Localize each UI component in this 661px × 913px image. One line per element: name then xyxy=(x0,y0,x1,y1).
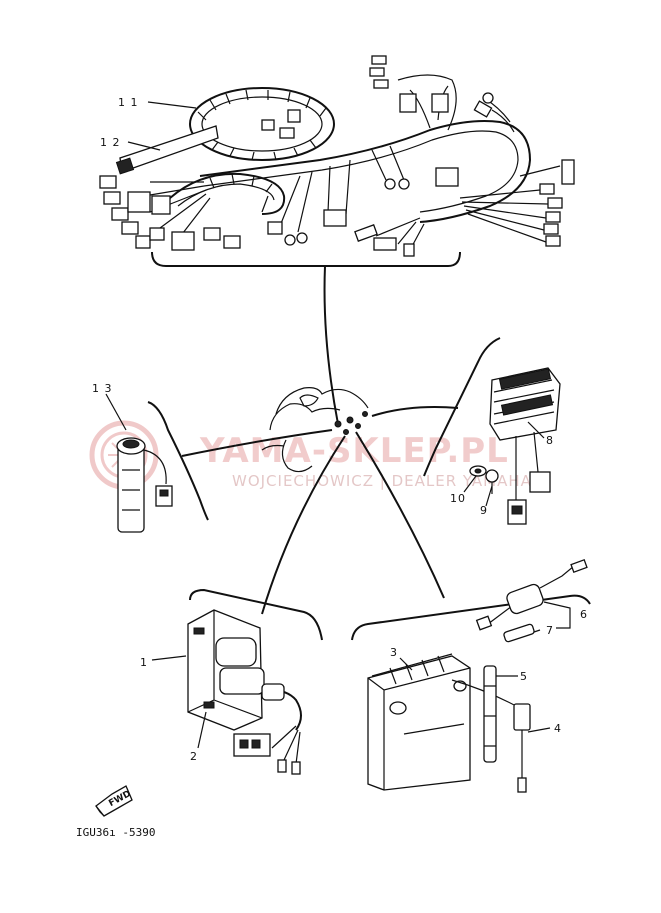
callout-6: 6 xyxy=(580,608,588,621)
bracket-harness xyxy=(151,251,461,267)
connector-2 xyxy=(233,725,301,775)
leader-bottom-right xyxy=(355,431,445,599)
left-connector-bundle xyxy=(99,175,211,251)
watermark-main-text: YAMA-SKLEP.PL xyxy=(199,431,509,471)
ignition-unit-1 xyxy=(187,609,302,731)
right-connector-bundle xyxy=(459,159,575,247)
lower-right-connectors xyxy=(354,217,425,257)
leader-right xyxy=(371,406,459,417)
bracket-bottom-left xyxy=(189,588,323,641)
bracket-right xyxy=(423,337,501,477)
callout-2: 2 xyxy=(190,750,198,763)
figure-code: IGU36ı -5390 xyxy=(76,826,155,839)
callout-leaders xyxy=(105,101,571,749)
leader-bottom-left xyxy=(261,435,346,615)
motorcycle-silhouette xyxy=(261,387,369,473)
callout-10: 10 xyxy=(450,492,466,505)
callout-9: 9 xyxy=(480,504,488,517)
top-right-connectors xyxy=(369,55,515,133)
callout-7: 7 xyxy=(546,624,554,637)
bracket-bottom-right xyxy=(351,594,591,641)
fwd-arrow-icon: FWD xyxy=(95,785,133,817)
callout-11: 1 1 xyxy=(118,96,139,109)
grip-assembly-13 xyxy=(116,437,173,533)
callout-1: 1 xyxy=(140,656,148,669)
callout-8: 8 xyxy=(546,434,554,447)
watermark-sub-text: WOJCIECHOWICZ | DEALER YAMAHA xyxy=(232,472,532,490)
battery-3 xyxy=(367,653,471,791)
callout-12: 1 2 xyxy=(100,136,121,149)
rectifier-regulator-8 xyxy=(489,367,561,525)
callout-4: 4 xyxy=(554,722,562,735)
bolt-9 xyxy=(485,469,499,494)
group-brackets xyxy=(147,251,591,641)
middle-connectors xyxy=(203,109,459,249)
callout-13: 1 3 xyxy=(92,382,113,395)
sleeve-7 xyxy=(503,623,535,643)
leader-left xyxy=(181,429,333,457)
callout-5: 5 xyxy=(520,670,528,683)
wire-harness xyxy=(99,55,575,257)
tube-5 xyxy=(483,665,497,763)
band-strip-12 xyxy=(119,125,219,173)
washer-10 xyxy=(469,465,487,477)
switch-6 xyxy=(475,559,588,631)
leader-harness xyxy=(323,265,339,425)
bracket-left xyxy=(147,401,209,521)
callout-3: 3 xyxy=(390,646,398,659)
watermark: YAMA-SKLEP.PL WOJCIECHOWICZ | DEALER YAM… xyxy=(89,420,532,490)
